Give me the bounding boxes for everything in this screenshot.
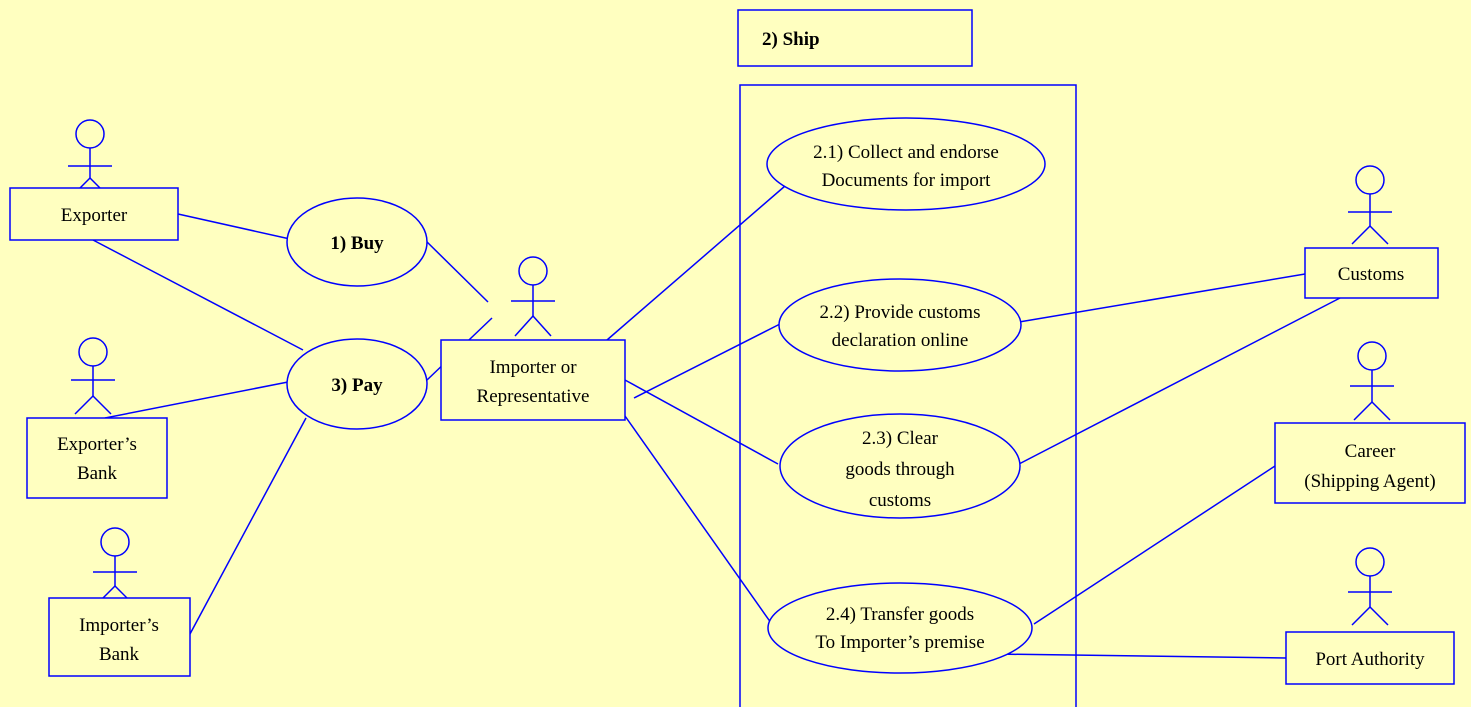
importer-transfer-line [624, 415, 777, 631]
use-case-collect-line-2: Documents for import [822, 170, 992, 191]
stick-figure-icon [93, 527, 137, 605]
use-case-pay-label: 3) Pay [331, 375, 383, 396]
actor-career: Career (Shipping Agent) [1274, 341, 1466, 504]
use-case-buy: 1) Buy [286, 197, 428, 287]
actor-exporters-bank-line-2: Bank [77, 463, 118, 484]
actor-importers-bank-line-2: Bank [99, 644, 140, 665]
use-case-transfer-line-2: To Importer’s premise [815, 632, 984, 653]
exporter-pay-line [92, 239, 304, 351]
use-case-clear-line-1: 2.3) Clear [862, 428, 939, 449]
importers-bank-pay-line [189, 417, 307, 635]
exporters-bank-pay-line [104, 381, 289, 419]
actor-exporter: Exporter [9, 119, 179, 241]
exporter-buy-line [177, 213, 291, 240]
actor-exporters-bank-line-1: Exporter’s [57, 434, 137, 455]
stick-figure-icon [71, 337, 115, 415]
actor-exporters-bank: Exporter’s Bank [26, 337, 168, 499]
importer-collect-line [606, 185, 786, 341]
actor-port-authority: Port Authority [1285, 547, 1455, 685]
actor-exporter-label: Exporter [61, 205, 128, 226]
stick-figure-icon [1348, 165, 1392, 245]
stick-figure-icon [68, 119, 112, 197]
actor-customs: Customs [1304, 165, 1439, 299]
stick-figure-icon [1348, 547, 1392, 626]
actor-career-line-1: Career [1345, 441, 1396, 462]
ship-system-boundary [739, 84, 1077, 707]
use-case-declare-line-1: 2.2) Provide customs [820, 302, 981, 323]
ship-title-box [737, 9, 973, 67]
use-case-collect-documents: 2.1) Collect and endorse Documents for i… [766, 117, 1046, 211]
use-case-pay: 3) Pay [286, 338, 428, 430]
use-case-clear-line-3: customs [869, 490, 931, 511]
use-case-transfer-line-1: 2.4) Transfer goods [826, 604, 974, 625]
use-case-declare-line-2: declaration online [832, 330, 969, 351]
actor-importer: Importer or Representative [440, 256, 626, 421]
importer-declare-line [633, 323, 781, 399]
transfer-port-line [993, 653, 1287, 659]
associations [92, 185, 1341, 659]
actor-customs-label: Customs [1338, 264, 1405, 285]
ship-title: 2) Ship [762, 29, 820, 50]
actor-port-authority-label: Port Authority [1315, 649, 1425, 670]
importer-clear-line [624, 379, 779, 465]
stick-figure-icon [1350, 341, 1394, 421]
buy-importer-line [422, 237, 489, 303]
actor-importers-bank: Importer’s Bank [48, 527, 191, 677]
use-case-clear-goods: 2.3) Clear goods through customs [779, 413, 1021, 519]
use-case-buy-label: 1) Buy [330, 233, 384, 254]
actor-importers-bank-line-1: Importer’s [79, 615, 159, 636]
actor-importer-line-2: Representative [477, 386, 590, 407]
clear-customs-line [1018, 297, 1341, 465]
declare-customs-line [1018, 273, 1306, 323]
use-case-transfer-goods: 2.4) Transfer goods To Importer’s premis… [767, 582, 1033, 674]
actor-career-line-2: (Shipping Agent) [1304, 471, 1435, 492]
use-case-collect-line-1: 2.1) Collect and endorse [813, 142, 999, 163]
stick-figure-icon [511, 256, 555, 337]
use-case-clear-line-2: goods through [845, 459, 955, 480]
use-case-customs-declaration: 2.2) Provide customs declaration online [778, 278, 1022, 372]
transfer-career-line [1033, 465, 1276, 625]
actor-importer-line-1: Importer or [489, 357, 577, 378]
